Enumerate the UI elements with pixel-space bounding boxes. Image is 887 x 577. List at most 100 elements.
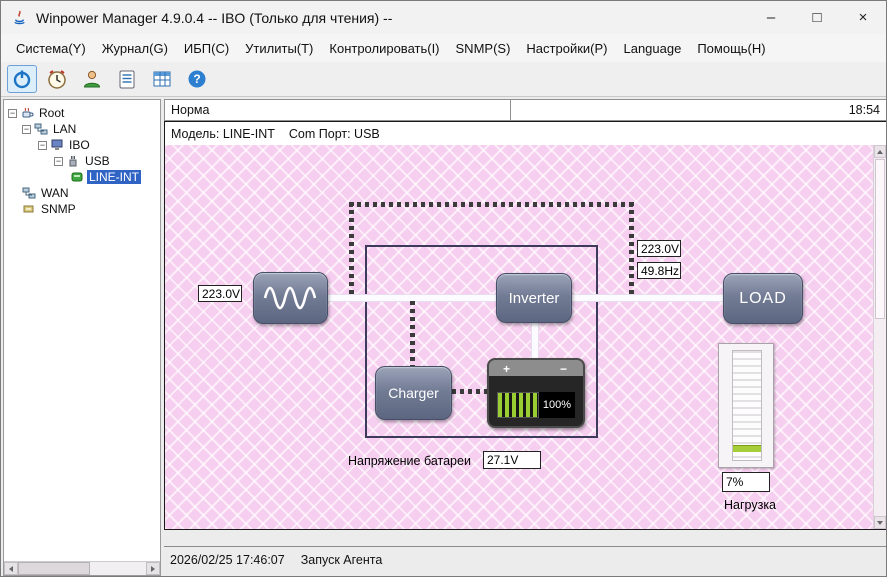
- scroll-down-icon[interactable]: [874, 516, 886, 529]
- load-gauge: [718, 343, 774, 468]
- close-button[interactable]: ×: [858, 9, 868, 26]
- ups-status-row: Норма 18:54: [164, 99, 886, 121]
- load-level-indicator: [733, 445, 761, 452]
- output-frequency-field: 49.8Hz: [637, 262, 681, 279]
- menu-monitor[interactable]: Контролировать(I): [329, 40, 440, 56]
- battery-minus-terminal: −: [559, 362, 567, 376]
- help-icon: ?: [188, 70, 206, 88]
- battery-plus-terminal: +: [503, 362, 511, 376]
- collapse-icon[interactable]: [8, 108, 17, 118]
- snmp-agent-icon: [23, 205, 34, 213]
- tree-node-root[interactable]: Root: [4, 105, 160, 121]
- load-gauge-label: Нагрузка: [723, 498, 777, 512]
- agent-message: Запуск Агента: [300, 553, 383, 567]
- battery-bars-icon: [497, 392, 539, 418]
- device-tree-panel: Root LAN IBO: [3, 99, 161, 576]
- tree-label-ibo: IBO: [69, 138, 90, 152]
- sine-wave-icon: [263, 286, 316, 310]
- wire-inverter-to-load: [569, 294, 727, 302]
- load-percent-field: 7%: [722, 472, 770, 492]
- com-port-label: Com Порт: USB: [288, 126, 380, 141]
- tree-label-snmp: SNMP: [41, 202, 76, 216]
- menu-preferences[interactable]: Настройки(P): [526, 40, 608, 56]
- monitor-icon: [51, 139, 63, 150]
- tree-node-usb[interactable]: USB: [4, 153, 160, 169]
- collapse-icon[interactable]: [54, 156, 63, 166]
- content-area: Root LAN IBO: [1, 97, 886, 576]
- agent-status-bar: 2026/02/25 17:46:07 Запуск Агента: [164, 546, 886, 573]
- collapse-icon[interactable]: [38, 140, 47, 150]
- menu-ups[interactable]: ИБП(C): [183, 40, 230, 56]
- wan-network-icon: [22, 187, 36, 199]
- scrollbar-thumb[interactable]: [18, 562, 90, 575]
- wire-input-to-inverter: [325, 294, 500, 302]
- inverter-section-outline: [365, 245, 598, 438]
- menu-bar: Система(Y) Журнал(G) ИБП(C) Утилиты(T) К…: [1, 34, 886, 62]
- data-table-button[interactable]: [147, 65, 177, 93]
- user-icon: [83, 70, 101, 88]
- log-icon: [119, 70, 135, 89]
- window-title: Winpower Manager 4.9.0.4 -- IBO (Только …: [36, 9, 393, 26]
- load-meter: [732, 350, 762, 461]
- device-tree: Root LAN IBO: [4, 100, 160, 561]
- schedule-button[interactable]: [42, 65, 72, 93]
- model-label: Модель: LINE-INT: [171, 126, 275, 141]
- bypass-path-top: [349, 202, 634, 207]
- menu-help[interactable]: Помощь(H): [697, 40, 766, 56]
- minimize-button[interactable]: –: [766, 9, 776, 26]
- tree-label-wan: WAN: [41, 186, 69, 200]
- charger-node: Charger: [375, 366, 452, 420]
- tree-node-snmp[interactable]: SNMP: [4, 201, 160, 217]
- scroll-right-icon[interactable]: [146, 562, 160, 575]
- clock-icon: [48, 70, 66, 89]
- window-controls: – □ ×: [748, 1, 886, 34]
- wire-battery-to-inverter: [531, 322, 539, 360]
- user-button[interactable]: [77, 65, 107, 93]
- model-info-row: Модель: LINE-INT Com Порт: USB: [165, 122, 886, 145]
- event-log-button[interactable]: [112, 65, 142, 93]
- tree-node-wan[interactable]: WAN: [4, 185, 160, 201]
- battery-gauge: 100%: [497, 392, 575, 418]
- output-voltage-field: 223.0V: [637, 240, 681, 257]
- inverter-node: Inverter: [496, 273, 572, 323]
- main-panel: Норма 18:54 Модель: LINE-INT Com Порт: U…: [164, 99, 886, 576]
- menu-snmp[interactable]: SNMP(S): [455, 40, 511, 56]
- tree-label-line-int: LINE-INT: [87, 170, 142, 184]
- tree-node-ibo[interactable]: IBO: [4, 137, 160, 153]
- diagram-vertical-scrollbar[interactable]: [873, 145, 886, 529]
- menu-log[interactable]: Журнал(G): [101, 40, 168, 56]
- battery-charge-value: 100%: [538, 392, 575, 418]
- root-java-icon: [22, 107, 34, 118]
- menu-system[interactable]: Система(Y): [16, 40, 86, 56]
- scroll-left-icon[interactable]: [4, 562, 18, 575]
- power-flow-diagram: Inverter Charger LOAD + − 100% 223.0V: [165, 145, 886, 529]
- load-node: LOAD: [723, 273, 803, 324]
- battery-voltage-field: 27.1V: [483, 451, 541, 469]
- table-icon: [153, 71, 171, 87]
- tree-label-root: Root: [39, 106, 65, 120]
- scrollbar-thumb[interactable]: [875, 159, 885, 319]
- java-app-icon: [14, 10, 25, 25]
- collapse-icon[interactable]: [22, 124, 31, 134]
- battery-voltage-label: Напряжение батареи: [348, 454, 471, 468]
- tree-node-lan[interactable]: LAN: [4, 121, 160, 137]
- tree-node-line-int[interactable]: LINE-INT: [4, 169, 160, 185]
- svg-text:?: ?: [193, 72, 200, 86]
- tree-horizontal-scrollbar[interactable]: [4, 561, 160, 575]
- diagram-container: Модель: LINE-INT Com Порт: USB: [164, 121, 886, 530]
- bypass-path-right: [629, 202, 634, 297]
- maximize-button[interactable]: □: [812, 9, 822, 26]
- menu-utilities[interactable]: Утилиты(T): [245, 40, 314, 56]
- scroll-up-icon[interactable]: [874, 145, 886, 158]
- menu-language[interactable]: Language: [623, 40, 682, 56]
- input-voltage-field: 223.0V: [198, 285, 242, 302]
- tree-label-usb: USB: [85, 154, 110, 168]
- help-button[interactable]: ?: [182, 65, 212, 93]
- toolbar: ?: [1, 62, 886, 97]
- lan-network-icon: [34, 123, 48, 135]
- ups-device-icon: [71, 172, 83, 182]
- title-bar: Winpower Manager 4.9.0.4 -- IBO (Только …: [1, 1, 886, 34]
- usb-plug-icon: [69, 156, 77, 167]
- power-monitor-button[interactable]: [7, 65, 37, 93]
